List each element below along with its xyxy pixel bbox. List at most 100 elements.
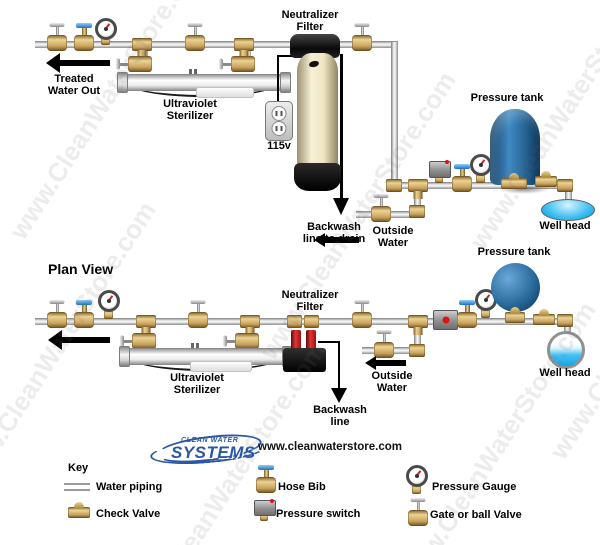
uv-sterilizer-label: Ultraviolet Sterilizer (170, 372, 224, 397)
outside-water-flow-arrow (325, 237, 359, 243)
outside-water-label: Outside Water (372, 225, 414, 250)
elbow-fitting (409, 344, 425, 357)
gate-valve (185, 27, 205, 51)
pressure-tank-plan (491, 263, 540, 312)
pressure-gauge-icon (406, 465, 428, 487)
gauge-stem (476, 174, 485, 183)
hose-bib-valve (457, 305, 477, 328)
tank-shadow (498, 184, 550, 194)
elbow-fitting (386, 179, 402, 192)
hose-bib-valve (74, 305, 94, 328)
gauge-stem (104, 310, 113, 319)
backwash-drain-label: Backwash line to drain (302, 221, 366, 246)
pressure-gauge (95, 18, 117, 40)
uv-inlet-valve (123, 333, 156, 349)
key-item-label: Pressure switch (276, 508, 361, 520)
check-valve (501, 178, 527, 189)
water-piping-icon (64, 483, 90, 491)
plan-view-title: Plan View (48, 261, 114, 277)
uv-lamp-pin (194, 69, 197, 74)
key-title: Key (68, 462, 89, 474)
pipe-segment (414, 325, 421, 349)
neutralizer-base (294, 163, 341, 191)
well-head-label: Well head (539, 367, 591, 379)
well-head (541, 199, 595, 221)
elbow-fitting (557, 179, 573, 192)
uv-outlet-valve (226, 333, 259, 349)
elbow-fitting (409, 205, 425, 218)
elbow-fitting (557, 314, 573, 327)
pipe-segment (393, 182, 573, 189)
uv-outlet-valve (222, 56, 255, 72)
tee-fitting (240, 315, 260, 328)
gate-ball-valve-icon (408, 502, 428, 526)
key-item-label: Gate or ball Valve (430, 509, 522, 521)
logo-text-top: CLEAN WATER (181, 437, 239, 444)
neutralizer-filter-label: Neutralizer Filter (281, 9, 339, 34)
treated-water-flow-arrow (60, 60, 110, 66)
outlet-socket (271, 121, 287, 136)
tee-fitting (408, 179, 428, 192)
check-valve (505, 312, 525, 323)
key-item-label: Water piping (96, 481, 163, 493)
neutralizer-red-port (291, 330, 301, 350)
backwash-arrow-head (333, 198, 349, 215)
uv-end-cap (280, 72, 291, 93)
tee-fitting (136, 315, 156, 328)
hose-bib-valve (452, 169, 472, 192)
treated-water-flow-arrow (62, 337, 110, 343)
pressure-switch (429, 160, 451, 178)
uv-end-cap (117, 72, 128, 93)
tee-fitting (132, 38, 152, 51)
elbow-fitting (287, 315, 302, 328)
gate-valve (352, 27, 372, 51)
pressure-tank-label: Pressure tank (470, 92, 544, 104)
tee-fitting (408, 315, 428, 328)
neutralizer-tank (297, 53, 338, 175)
gate-valve (188, 304, 208, 328)
pipe-segment (391, 42, 398, 185)
backwash-line (340, 54, 343, 200)
gate-valve (47, 304, 67, 328)
gate-valve (371, 198, 391, 222)
well-head-label: Well head (539, 220, 591, 232)
neutralizer-red-port (306, 330, 316, 350)
uv-inlet-valve (119, 56, 152, 72)
gauge-stem (412, 485, 421, 494)
logo-text-main: SYSTEMS (171, 443, 256, 462)
check-valve (533, 314, 555, 325)
pressure-switch (433, 310, 458, 330)
outlet-socket (271, 106, 287, 121)
backwash-line-label: Backwash line (313, 404, 367, 429)
elbow-fitting (304, 315, 319, 328)
tee-fitting (234, 38, 254, 51)
gauge-stem (481, 309, 490, 318)
well-pipe (565, 187, 572, 204)
gauge-stem (101, 36, 110, 45)
key-item-label: Hose Bib (278, 481, 326, 493)
outside-water-flow-arrow (376, 360, 406, 366)
uv-lamp-pin (191, 343, 194, 348)
backwash-arrow-head (331, 388, 347, 403)
pressure-gauge (470, 154, 492, 176)
hose-bib-icon (256, 470, 276, 493)
website-url: www.cleanwaterstore.com (258, 441, 403, 453)
well-head-plan (547, 331, 585, 369)
neutralizer-filter-plan (283, 348, 326, 372)
uv-lamp-pin (196, 343, 199, 348)
check-valve-icon (68, 507, 90, 518)
uv-sterilizer-label: Ultraviolet Sterilizer (163, 98, 217, 123)
key-item-label: Check Valve (96, 508, 161, 520)
uv-end-cap (119, 346, 130, 367)
switch-stem (435, 175, 443, 183)
pressure-switch-icon (254, 499, 276, 516)
pressure-tank-label: Pressure tank (477, 246, 551, 258)
uv-mount (196, 87, 254, 98)
power-cord (277, 55, 295, 57)
switch-stem (260, 513, 268, 521)
uv-lamp-pin (189, 69, 192, 74)
check-valve (535, 176, 557, 187)
key-item-label: Pressure Gauge (432, 481, 517, 493)
uv-connector-pipe (246, 48, 251, 59)
